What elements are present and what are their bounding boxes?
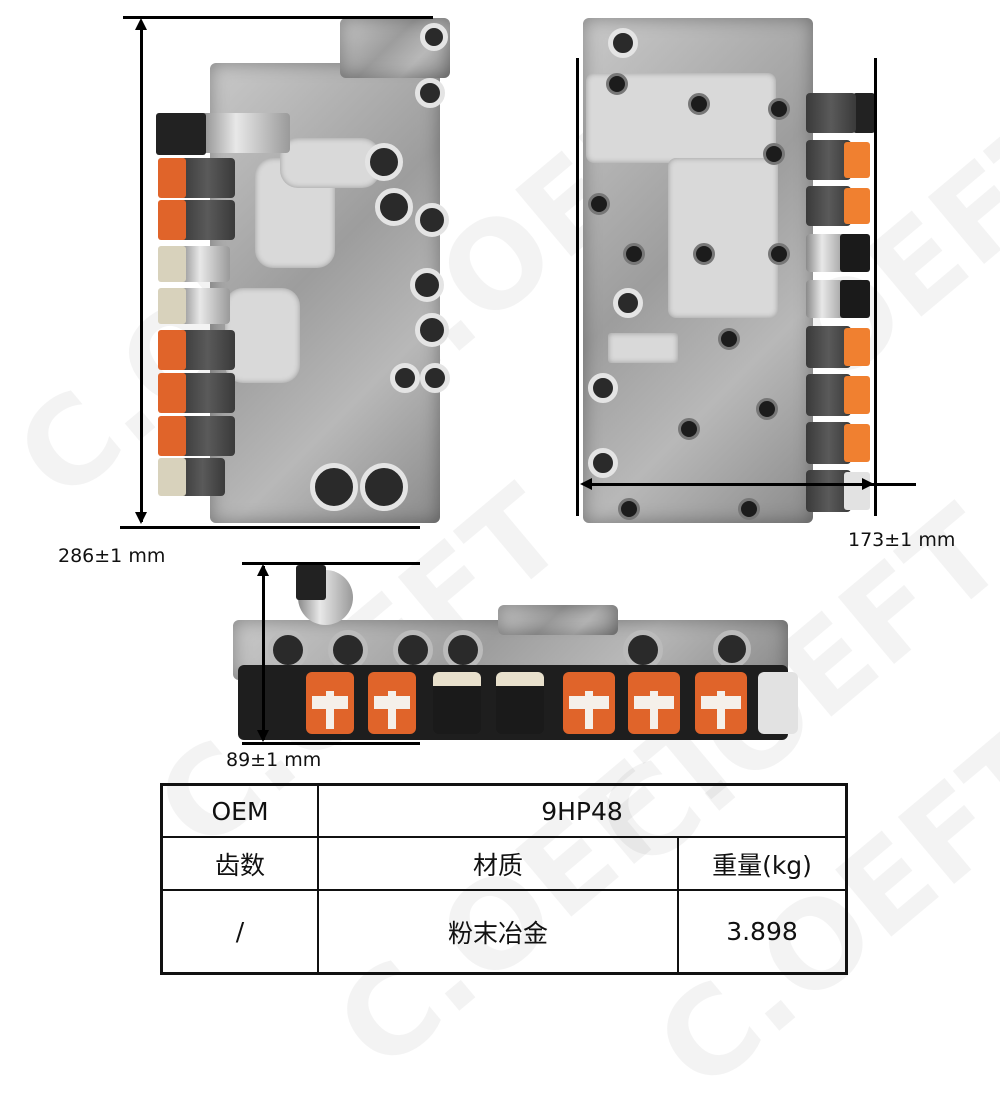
arrow-up-icon <box>257 564 269 576</box>
arrow-left-icon <box>580 478 592 490</box>
rear-view-image <box>578 18 878 523</box>
width-dimension-arrow-line <box>586 483 916 486</box>
spec-table: OEM 9HP48 齿数 材质 重量(kg) / 粉末冶金 3.898 <box>160 783 848 975</box>
side-view-image <box>228 560 798 745</box>
oem-value: 9HP48 <box>541 796 623 826</box>
depth-dimension-arrow-line <box>262 566 265 740</box>
arrow-right-icon <box>862 478 874 490</box>
material-value: 粉末冶金 <box>447 918 548 948</box>
depth-dimension-label: 89±1 mm <box>226 749 322 771</box>
weight-value: 3.898 <box>726 917 798 946</box>
width-dimension-label: 173±1 mm <box>848 529 956 551</box>
teeth-count-value: / <box>235 917 245 946</box>
arrow-down-icon <box>135 512 147 524</box>
width-dimension-left-line <box>576 58 579 516</box>
arrow-up-icon <box>135 18 147 30</box>
weight-header: 重量(kg) <box>712 850 812 880</box>
front-view-image <box>150 18 450 528</box>
height-dimension-label: 286±1 mm <box>58 545 166 567</box>
width-dimension-right-line <box>874 58 877 516</box>
height-dimension-bottom-line <box>120 526 420 529</box>
depth-dimension-top-line <box>242 562 420 565</box>
material-header: 材质 <box>472 850 523 880</box>
teeth-count-header: 齿数 <box>214 850 265 880</box>
height-dimension-top-line <box>123 16 433 19</box>
oem-label: OEM <box>211 796 269 826</box>
depth-dimension-bottom-line <box>242 742 420 745</box>
arrow-down-icon <box>257 730 269 742</box>
height-dimension-arrow-line <box>140 22 143 522</box>
